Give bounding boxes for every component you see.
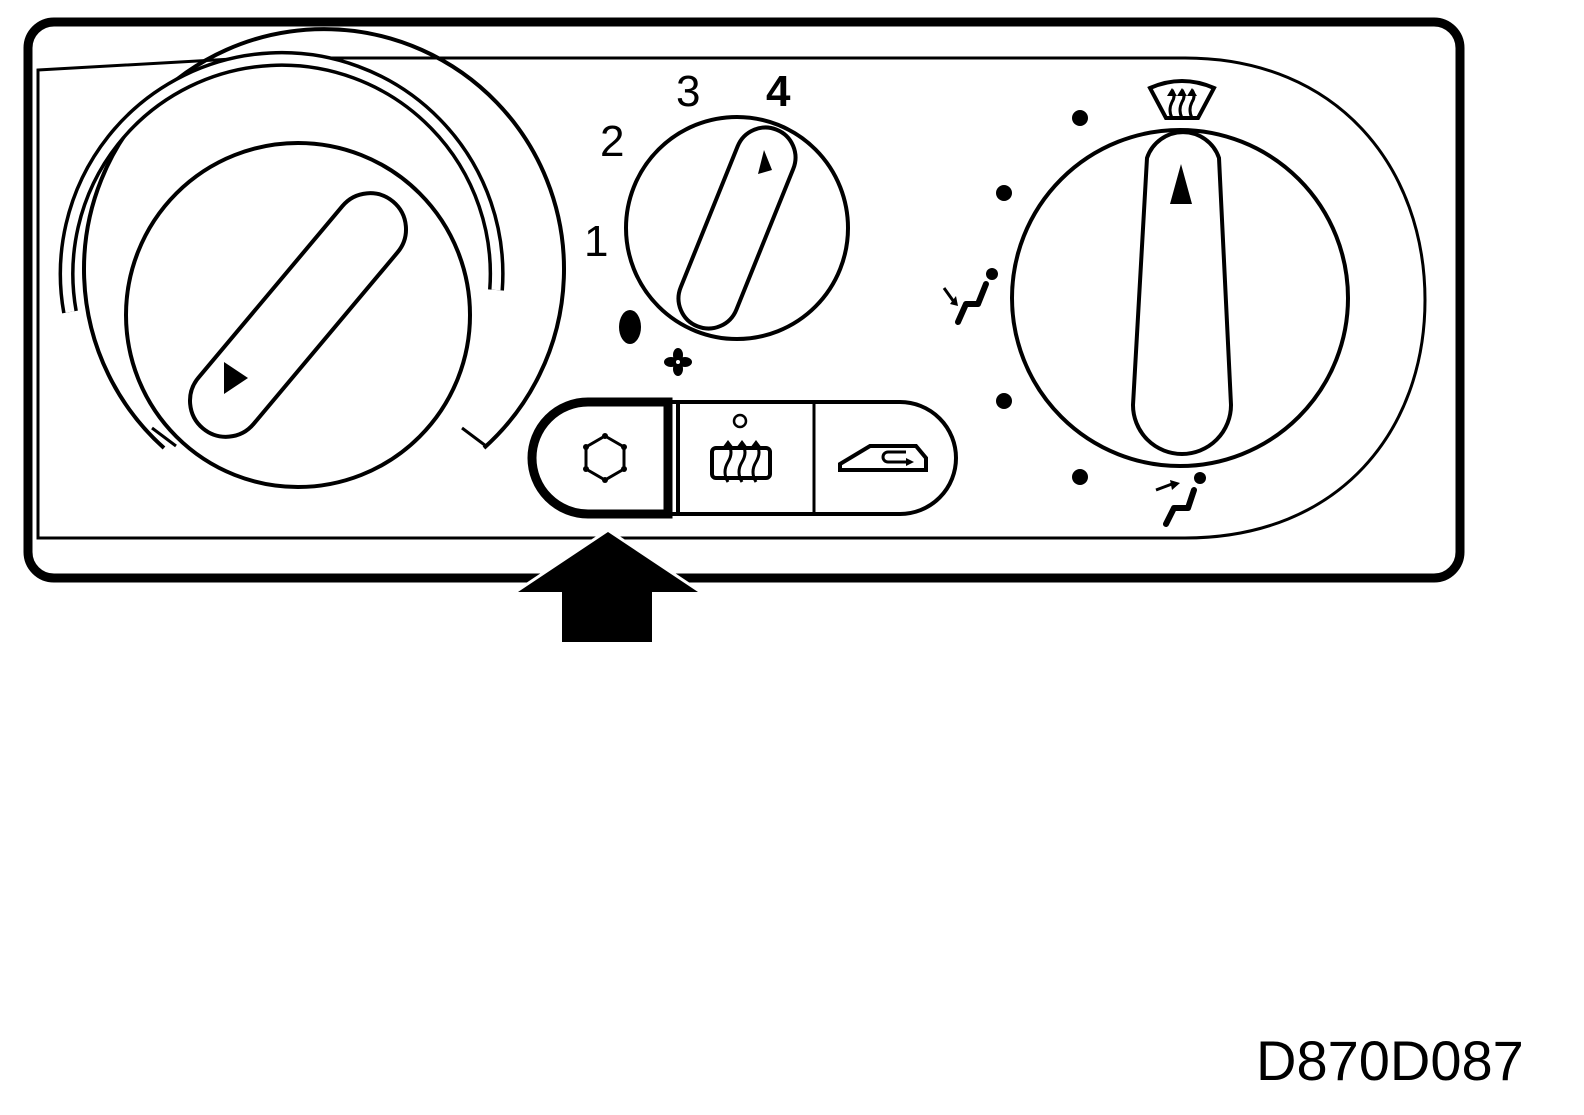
ac-button[interactable] — [527, 397, 673, 519]
fan-speed-label-3: 3 — [676, 67, 700, 116]
mode-knob-group — [942, 79, 1350, 527]
fan-pointer-icon — [758, 150, 772, 174]
temperature-scale-track-gap — [62, 54, 502, 313]
fan-speed-knob-group: 1 2 3 4 — [584, 67, 850, 376]
diagram-code-label: D870D087 — [1256, 1029, 1524, 1092]
windshield-defrost-icon — [1147, 79, 1217, 120]
panel-inner-face — [36, 56, 1427, 540]
temperature-scale-end-cold — [151, 426, 177, 448]
rear-defrost-icon — [710, 440, 772, 483]
fan-speed-label-1: 1 — [584, 217, 608, 266]
fan-speed-label-2: 2 — [600, 117, 624, 166]
recirculation-button[interactable] — [816, 404, 946, 512]
face-vent-icon — [1155, 472, 1206, 527]
fan-speed-off-mark — [619, 310, 641, 344]
temperature-pointer-icon — [224, 362, 248, 394]
indicator-arrow-icon — [508, 528, 708, 645]
ac-snowflake-icon — [583, 433, 627, 483]
fan-icon — [664, 348, 692, 376]
rear-defrost-indicator-led — [732, 413, 748, 429]
temperature-scale-outer-arc — [82, 27, 566, 450]
mode-position-dot-3 — [996, 393, 1012, 409]
temperature-knob-group — [58, 27, 566, 489]
rear-defrost-button[interactable] — [679, 404, 812, 512]
mode-knob-grip[interactable] — [1130, 130, 1234, 456]
mode-position-dot-1 — [1072, 110, 1088, 126]
temperature-scale-end-hot — [461, 426, 487, 448]
button-strip — [527, 397, 958, 519]
mode-position-dot-2 — [996, 185, 1012, 201]
fan-speed-label-4: 4 — [766, 67, 791, 116]
mode-pointer-icon — [1170, 164, 1192, 204]
foot-vent-icon — [942, 268, 998, 325]
recirculation-icon — [838, 444, 928, 472]
fan-speed-knob-grip[interactable] — [669, 118, 804, 337]
mode-position-dot-4 — [1072, 469, 1088, 485]
